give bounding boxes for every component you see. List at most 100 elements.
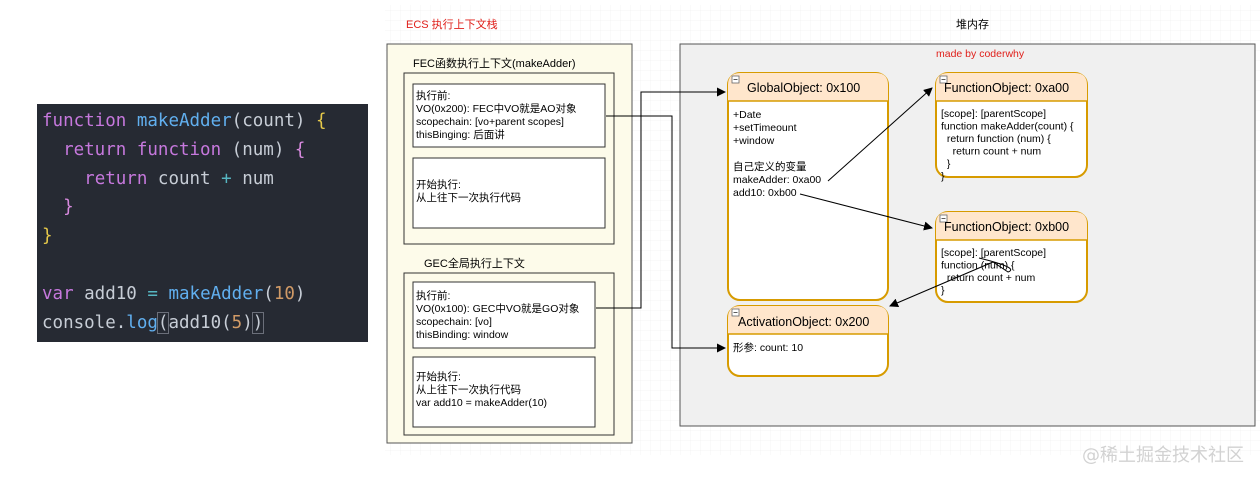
code-token: + [221,168,232,189]
text-line: 形参: count: 10 [733,341,803,354]
code-line: function makeAdder(count) { [42,107,327,135]
code-token: ) [251,311,265,334]
code-token: log [126,312,158,333]
code-token: makeAdder [168,283,264,304]
function-object-b00-box [935,211,1088,303]
code-token: } [42,226,53,247]
text-line: 开始执行: [416,178,461,191]
heap-title: 堆内存 [956,17,989,31]
text-line [733,148,736,160]
gec-title: GEC全局执行上下文 [424,256,525,270]
global-object-box [727,72,889,301]
text-line: [scope]: [parentScope] [941,247,1046,259]
arrow-gec-vo-to-globalobject [596,87,726,309]
code-token: ) [294,283,306,304]
activation-object-body: 形参: count: 10 [733,341,803,354]
code-token: { [294,139,306,160]
code-line: } [42,222,53,250]
text-line: } [941,158,951,170]
code-token: function [136,139,222,160]
arrow-scope-b00-to-activation [889,257,1012,307]
text-line: add10: 0xb00 [733,187,797,199]
text-line: [scope]: [parentScope] [941,108,1046,120]
fec-title: FEC函数执行上下文(makeAdder) [413,56,576,70]
code-line: console.log(add10(5)) [42,309,265,337]
code-line: var add10 = makeAdder(10) [42,280,305,308]
text-line: thisBinding: window [416,329,509,341]
code-line: } [42,193,74,221]
fec-before-box [412,83,606,148]
code-token: ( [263,283,274,304]
text-line: var add10 = makeAdder(10) [416,397,547,409]
code-token: { [315,111,327,131]
function-object-a00-title: FunctionObject: 0xa00 [944,81,1069,95]
activation-object-box [727,305,889,377]
code-line: return function (num) { [42,136,305,164]
text-line: 从上往下一次执行代码 [416,191,521,204]
code-token: return [84,168,148,189]
text-line: VO(0x200): FEC中VO就是AO对象 [416,102,576,115]
text-line: +Date [733,109,761,121]
code-editor-panel: function makeAdder(count) { return funct… [37,104,368,342]
code-token: function [42,111,127,131]
code-token: var [42,283,74,304]
gec-frame [403,272,615,436]
code-line: return count + num [42,165,274,193]
text-line: scopechain: [vo] [416,316,492,328]
text-line: return function (num) { [941,133,1051,145]
function-object-a00-box [935,72,1088,178]
arrow-fec-vo-to-activationobject [606,115,726,353]
text-line: 开始执行: [416,370,461,383]
text-line: 执行前: [416,89,450,102]
text-line: return count + num [941,272,1036,284]
fec-start-text: 开始执行:从上往下一次执行代码 [416,178,521,204]
text-line: +setTimeount [733,122,797,134]
code-token: 5 [231,312,243,333]
text-line: 执行前: [416,289,450,302]
text-line: return count + num [941,146,1041,158]
text-line: scopechain: [vo+parent scopes] [416,116,564,128]
text-line: makeAdder: 0xa00 [733,174,821,186]
code-token: count [147,168,222,189]
text-line: } [941,285,945,297]
arrow-makeadder-to-function-a00 [827,87,933,182]
code-token: ( [156,311,170,334]
text-line: +window [733,135,775,147]
code-token: = [147,283,158,304]
text-line: 自己定义的变量 [733,160,807,173]
global-object-title: GlobalObject: 0x100 [747,81,860,95]
gec-before-box [412,281,596,349]
arrow-add10-to-function-b00 [799,193,933,231]
watermark: @稀土掘金技术社区 [1082,445,1244,466]
text-line: } [941,171,945,183]
made-by-label: made by coderwhy [936,48,1025,60]
text-line: 从上往下一次执行代码 [416,383,521,396]
code-token: console. [42,312,127,333]
fec-frame [403,72,615,245]
code-token: (num) [221,139,295,160]
code-token: makeAdder [136,111,232,131]
code-token: add10( [168,312,232,333]
code-token: 10 [273,283,295,304]
text-line: thisBinging: 后面讲 [416,128,505,141]
code-token: return [63,139,127,160]
ecs-title: ECS 执行上下文栈 [406,17,498,31]
fec-start-box [412,157,606,229]
code-token: } [63,197,74,218]
code-token: add10 [73,283,148,304]
text-line: function makeAdder(count) { [941,121,1074,133]
code-token: ) [242,312,253,333]
activation-object-title: ActivationObject: 0x200 [738,315,869,329]
text-line: VO(0x100): GEC中VO就是GO对象 [416,302,579,315]
function-object-a00-body: [scope]: [parentScope]function makeAdder… [941,108,1074,183]
code-token: (count) [231,111,316,131]
code-token: num [231,168,274,189]
function-object-b00-title: FunctionObject: 0xb00 [944,220,1069,234]
gec-start-box [412,356,596,428]
